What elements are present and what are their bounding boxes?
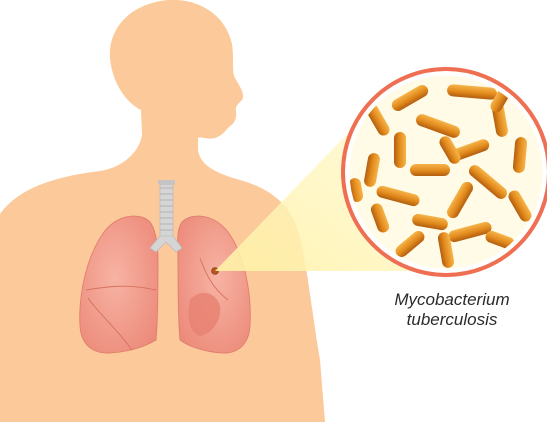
caption-line-1: Mycobacterium xyxy=(372,290,532,310)
bacterium-rod xyxy=(394,132,406,168)
caption-line-2: tuberculosis xyxy=(372,310,532,330)
bacterium-rod xyxy=(410,164,450,176)
caption-label: Mycobacterium tuberculosis xyxy=(372,290,532,330)
bacteria-magnified xyxy=(343,69,547,275)
